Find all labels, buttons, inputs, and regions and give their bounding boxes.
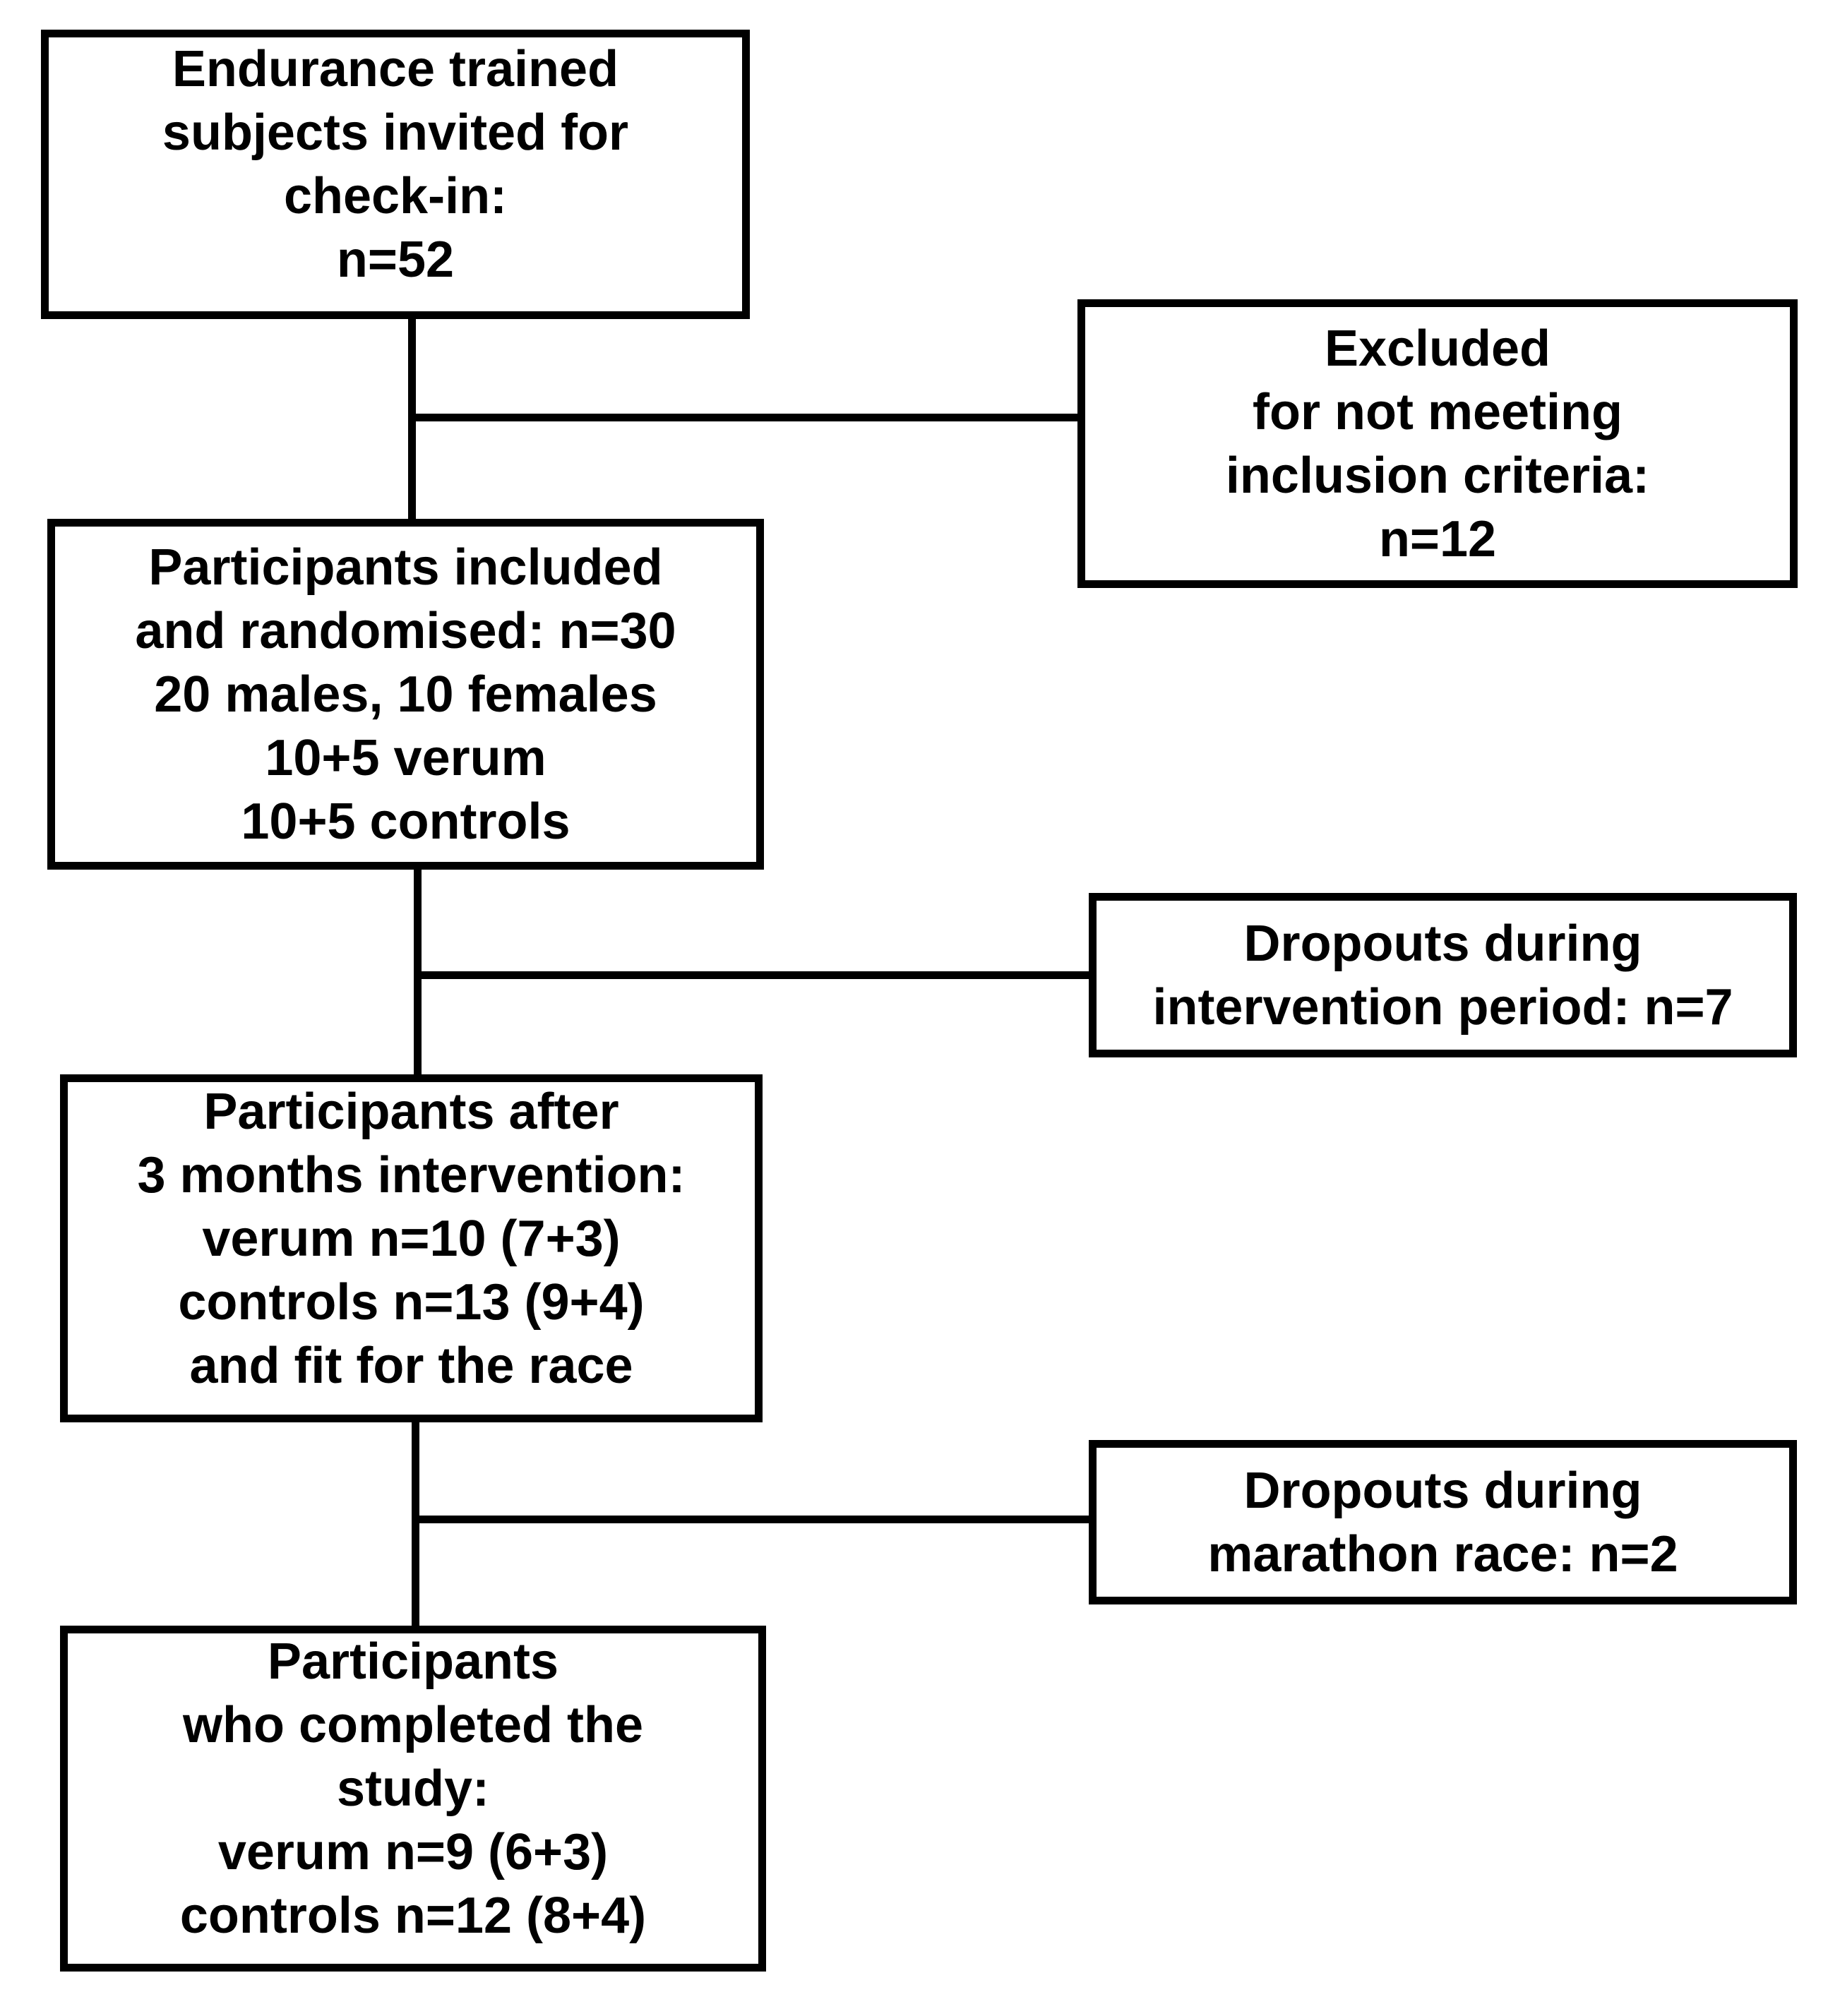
connector-after-to-completed [412, 1422, 419, 1626]
text-line: subjects invited for [162, 104, 629, 161]
text-line: n=52 [336, 232, 455, 288]
connector-branch-dropouts-intervention [414, 971, 1089, 979]
text-line: verum n=9 (6+3) [217, 1824, 609, 1880]
text-line: and fit for the race [189, 1337, 633, 1394]
text-line: Participants [267, 1633, 559, 1690]
flow-box-dropouts-marathon: Dropouts during marathon race: n=2 [1089, 1440, 1797, 1604]
text-line: 10+5 controls [241, 793, 570, 850]
flow-box-dropouts-intervention: Dropouts during intervention period: n=7 [1089, 893, 1797, 1057]
text-line: inclusion criteria: [1225, 447, 1650, 504]
text-line: marathon race: n=2 [1207, 1525, 1678, 1583]
text-line: for not meeting [1253, 383, 1623, 440]
flow-box-invited-subjects: Endurance trained subjects invited for c… [41, 30, 750, 319]
text-line: controls n=13 (9+4) [178, 1273, 645, 1331]
connector-branch-excluded [408, 414, 1077, 421]
text-line: controls n=12 (8+4) [179, 1888, 647, 1944]
text-line: 20 males, 10 females [154, 666, 657, 723]
excluded-text: Excluded for not meeting inclusion crite… [1226, 317, 1649, 571]
text-line: 3 months intervention: [137, 1146, 686, 1204]
text-line: n=12 [1378, 510, 1497, 568]
text-line: 10+5 verum [265, 729, 546, 786]
text-line: study: [336, 1760, 489, 1817]
text-line: verum n=10 (7+3) [202, 1210, 621, 1267]
dropouts-marathon-text: Dropouts during marathon race: n=2 [1207, 1459, 1678, 1586]
randomised-text: Participants included and randomised: n=… [135, 536, 676, 853]
dropouts-intervention-text: Dropouts during intervention period: n=7 [1152, 912, 1733, 1039]
flow-box-excluded: Excluded for not meeting inclusion crite… [1077, 299, 1798, 588]
text-line: Participants included [148, 539, 663, 596]
text-line: Dropouts during [1243, 1462, 1642, 1519]
after-intervention-text: Participants after 3 months intervention… [137, 1080, 685, 1398]
text-line: Participants after [203, 1083, 619, 1140]
completed-text: Participants who completed the study: ve… [180, 1630, 646, 1948]
text-line: Endurance trained [172, 41, 619, 97]
text-line: Dropouts during [1243, 915, 1642, 972]
text-line: and randomised: n=30 [135, 602, 676, 659]
text-line: check-in: [283, 168, 508, 224]
flow-box-after-intervention: Participants after 3 months intervention… [60, 1074, 763, 1422]
invited-subjects-text: Endurance trained subjects invited for c… [162, 37, 628, 292]
text-line: intervention period: n=7 [1152, 978, 1733, 1036]
connector-branch-dropouts-marathon [412, 1516, 1089, 1523]
text-line: who completed the [182, 1697, 644, 1753]
text-line: Excluded [1324, 320, 1551, 377]
flow-box-randomised: Participants included and randomised: n=… [47, 519, 764, 870]
flow-box-completed: Participants who completed the study: ve… [60, 1626, 766, 1972]
